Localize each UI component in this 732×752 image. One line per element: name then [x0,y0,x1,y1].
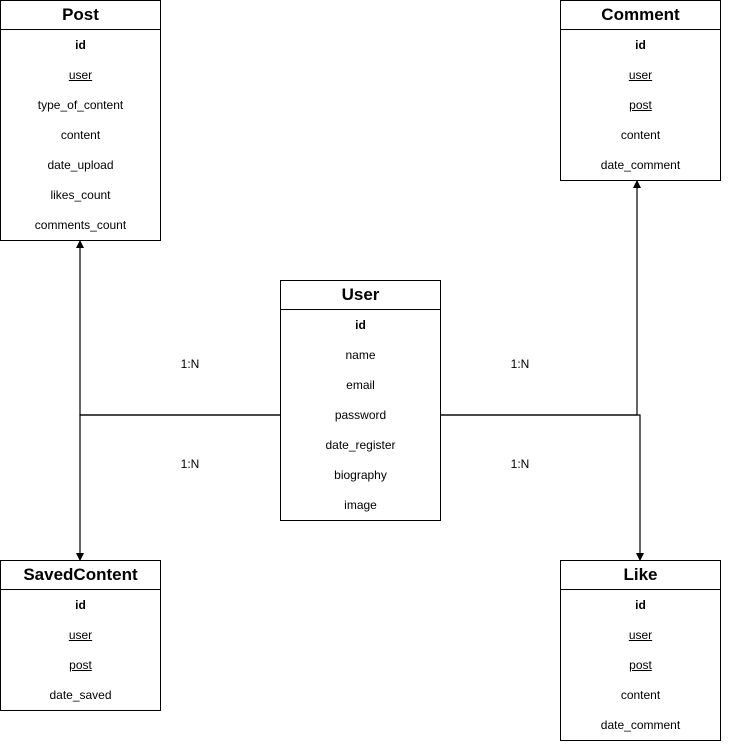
entity-like[interactable]: Like id user post content date_comment [560,560,721,741]
entity-title: Post [1,1,160,30]
line-user-comment [441,180,641,416]
line-user-post [76,240,280,416]
entity-field: date_register [325,438,396,452]
entity-field: email [346,378,375,392]
entity-field: id [75,598,86,612]
entity-field: post [69,658,92,672]
entity-comment[interactable]: Comment id user post content date_commen… [560,0,721,181]
entity-field: id [635,598,646,612]
entity-field: user [68,68,93,82]
entity-title: Like [561,561,720,590]
entity-title: Comment [561,1,720,30]
line-user-savedcontent [76,414,280,561]
entity-field: user [628,628,653,642]
entity-field: id [75,38,86,52]
entity-field: id [355,318,366,332]
entity-field: likes_count [50,188,111,202]
entity-field: date_saved [49,688,112,702]
entity-field: image [344,498,377,512]
cardinality-user-post: 1:N [180,357,200,371]
cardinality-user-comment: 1:N [510,357,530,371]
entity-field: date_upload [47,158,114,172]
entity-field: biography [334,468,387,482]
entity-field: post [629,98,652,112]
entity-savedcontent[interactable]: SavedContent id user post date_saved [0,560,161,711]
entity-field: date_comment [600,158,681,172]
entity-field: comments_count [34,218,127,232]
entity-post[interactable]: Post id user type_of_content content dat… [0,0,161,241]
entity-field: content [60,128,101,142]
entity-field: content [620,688,661,702]
entity-field: user [68,628,93,642]
entity-field: name [345,348,376,362]
entity-field: password [334,408,387,422]
entity-field: content [620,128,661,142]
entity-field: id [635,38,646,52]
entity-user[interactable]: User id name email password date_registe… [280,280,441,521]
entity-field: type_of_content [37,98,124,112]
cardinality-user-like: 1:N [510,457,530,471]
entity-title: SavedContent [1,561,160,590]
cardinality-user-savedcontent: 1:N [180,457,200,471]
entity-field: date_comment [600,718,681,732]
entity-field: user [628,68,653,82]
entity-field: post [629,658,652,672]
line-user-like [441,414,644,561]
entity-title: User [281,281,440,310]
